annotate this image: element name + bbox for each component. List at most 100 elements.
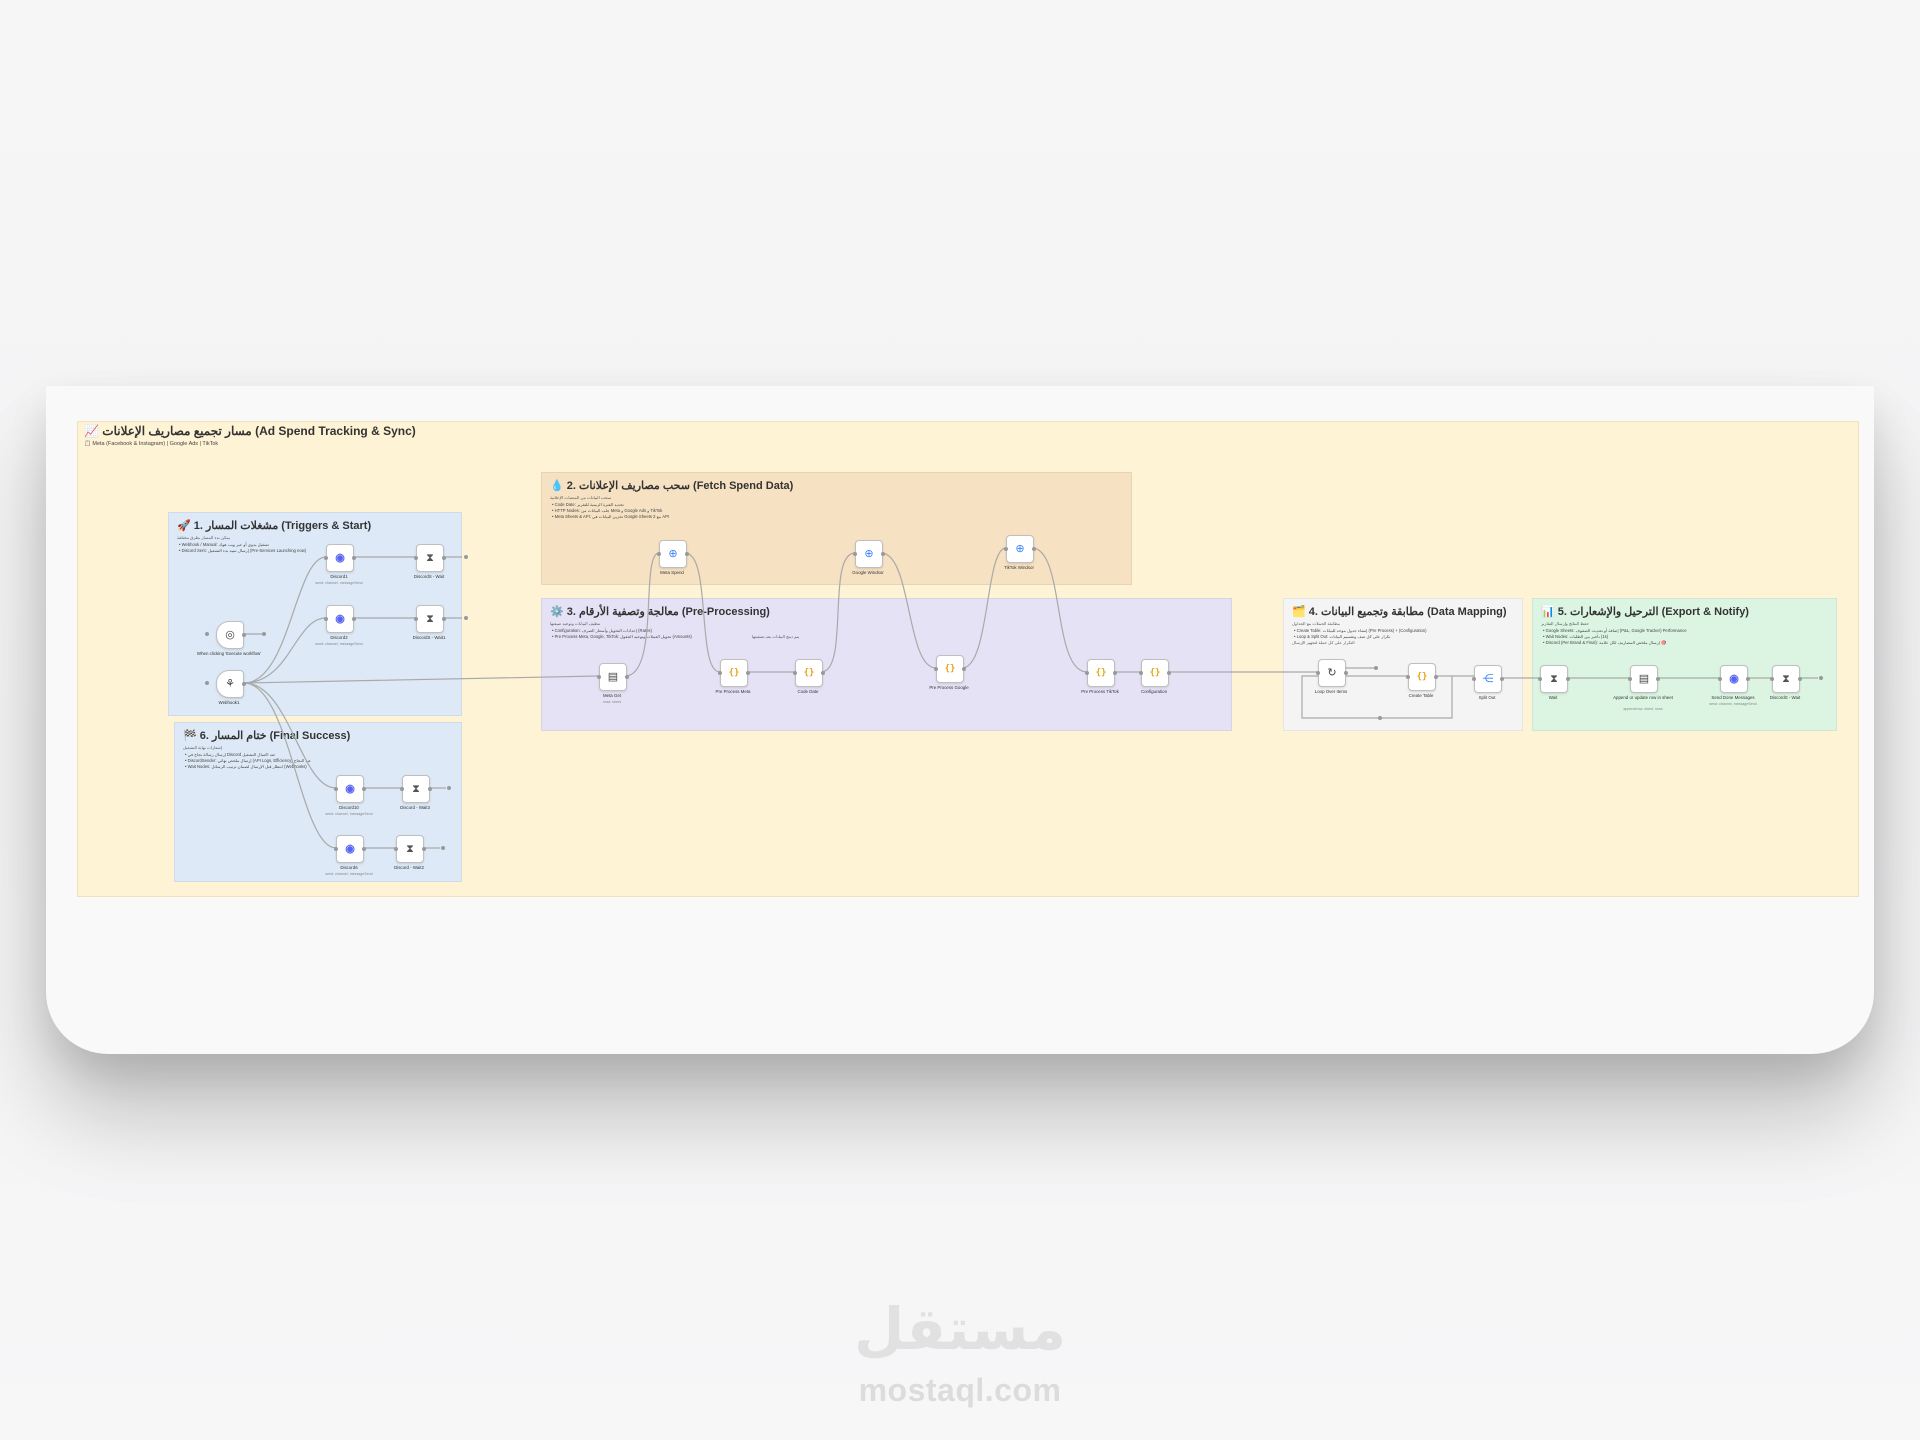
google-windsor-node[interactable]: ⊕ [853, 540, 885, 568]
hourglass-icon: ⧗ [1782, 672, 1790, 685]
section-final-bullet: • إرسال رسالة نجاح في Discord عند اكتمال… [185, 752, 276, 757]
section-final-bullet: • DiscordSender: إرسال ملخص نهائي (API L… [185, 758, 312, 763]
node-label: TikTok Windsor [1004, 565, 1034, 570]
pre-process-google-node[interactable]: {} [934, 655, 966, 683]
section-final-bullet: • Wait Nodes: انتظار قبل الإرسال لضمان ت… [185, 764, 307, 769]
section-mapping-note: مطابقة الحملات مع الجداول [1292, 621, 1341, 626]
discord-icon: ◉ [335, 612, 345, 625]
section-mapping-title: 🗂️ 4. مطابقة وتجميع البيانات (Data Mappi… [1292, 606, 1507, 618]
workflow-subtitle: 📋 Meta (Facebook & Instagram) | Google A… [84, 441, 219, 447]
configuration-node[interactable]: {} [1139, 659, 1171, 687]
discord-wait-node[interactable]: ⧗ [1770, 665, 1802, 693]
node-label: Wait [1548, 695, 1558, 700]
schedule-trigger-node[interactable]: ◎ [216, 621, 246, 649]
tiktok-windsor-node[interactable]: ⊕ [1004, 535, 1036, 563]
split-icon: ⋲ [1482, 672, 1494, 685]
section-final-title: 🏁 6. ختام المسار (Final Success) [183, 730, 351, 742]
node-label: Discord1 [330, 574, 348, 579]
discord-icon: ◉ [345, 842, 355, 855]
node-sublabel: send: channel, messageSend [315, 581, 363, 585]
code-braces-icon: {} [944, 663, 956, 674]
pre-process-meta-node[interactable]: {} [718, 659, 750, 687]
hourglass-icon: ⧗ [412, 782, 420, 795]
document-icon: ▤ [1638, 672, 1650, 685]
node-sublabel: send: channel, messageSend [315, 642, 363, 646]
node-label: Configuration [1140, 689, 1168, 694]
wait1-node[interactable]: ⧗ [414, 605, 446, 633]
node-label: Append or update row in sheet [1613, 695, 1673, 700]
node-label: Discord10 [339, 805, 359, 810]
node-label: Pre Process Google [929, 685, 969, 690]
section-fetch-bullet: • HTTP Nodes: جلب البيانات من Meta و Goo… [552, 508, 663, 513]
pre-process-tiktok-node[interactable]: {} [1085, 659, 1117, 687]
section-preprocessing-extra: يتم دمج البيانات بعد تصفيتها [752, 634, 800, 639]
node-label: Split Out [1478, 695, 1496, 700]
node-label: When clicking 'Execute workflow' [196, 651, 262, 656]
section-mapping-bullet: • Create Table: إنشاء جدول موحد للبيانات… [1294, 628, 1427, 633]
section-triggers-title: 🚀 1. مشغلات المسار (Triggers & Start) [177, 520, 372, 532]
discord-icon: ◉ [345, 782, 355, 795]
code-braces-icon: {} [1149, 667, 1161, 678]
node-label: Meta Spend [660, 570, 684, 575]
section-export-title: 📊 5. الترحيل والإشعارات (Export & Notify… [1541, 606, 1749, 618]
node-sublabel: append/row: sheet, rows [1623, 707, 1663, 711]
send-done-node[interactable]: ◉ [1718, 665, 1750, 693]
globe-icon: ⊕ [864, 547, 874, 560]
loop-icon: ↻ [1327, 666, 1337, 679]
section-export-note: حفظ النتائج وإرسال التقارير [1541, 621, 1589, 626]
globe-icon: ⊕ [1015, 542, 1025, 555]
node-label: Discord - Wait3 [400, 805, 430, 810]
node-label: Pre Process Meta [715, 689, 751, 694]
schedule-icon: ◎ [225, 628, 235, 641]
node-label: DiscordS - Wait [1769, 695, 1801, 700]
node-label: Loop Over Items [1314, 689, 1348, 694]
wait3-node[interactable]: ⧗ [400, 775, 432, 803]
split-out-node[interactable]: ⋲ [1472, 665, 1504, 693]
section-preprocessing[interactable]: ⚙️ 3. معالجة وتصفية الأرقام (Pre-Process… [541, 598, 1232, 731]
section-export-bullet: • Wait Nodes: تأخير بين الطلبات (1s) [1543, 634, 1609, 639]
section-preprocessing-note: تنظيف البيانات وتوحيد صيغتها [550, 621, 601, 626]
meta-spend-node[interactable]: ⊕ [657, 540, 689, 568]
node-sublabel: send: channel, messageSend [325, 872, 373, 876]
code-braces-icon: {} [728, 667, 740, 678]
discord-icon: ◉ [335, 551, 345, 564]
section-mapping-bullet: • Loop & Split Out: تكرار على كل صف وتقس… [1294, 634, 1391, 639]
append-sheet-node[interactable]: ▤ [1628, 665, 1660, 693]
code-braces-icon: {} [803, 667, 815, 678]
section-triggers-bullet: • Discord Sent: إرسال تنبيه بدء التشغيل … [179, 548, 307, 553]
discord10-node[interactable]: ◉ [334, 775, 366, 803]
node-label: Google Windsor [852, 570, 884, 575]
section-export[interactable]: 📊 5. الترحيل والإشعارات (Export & Notify… [1532, 598, 1837, 731]
code-date-node[interactable]: {} [793, 659, 825, 687]
discord1-node[interactable]: ◉ [324, 544, 356, 572]
node-label: Code Date [797, 689, 819, 694]
wait-node[interactable]: ⧗ [414, 544, 446, 572]
hourglass-icon: ⧗ [1550, 672, 1558, 685]
section-export-bullet: • Google Sheets: إضافة أو تحديث الصفوف (… [1543, 628, 1687, 633]
wait2-node[interactable]: ⧗ [394, 835, 426, 863]
workflow-title: 📈 مسار تجميع مصاريف الإعلانات (Ad Spend … [84, 424, 416, 438]
node-label: DiscordS - Wait [413, 574, 445, 579]
code-braces-icon: {} [1095, 667, 1107, 678]
node-label: Pre Process TikTok [1081, 689, 1119, 694]
document-icon: ▤ [607, 670, 619, 683]
section-preprocessing-bullet: • Pre Process Meta, Google, TikTok: تحوي… [552, 634, 692, 639]
watermark-logo-arabic: مستقل [853, 1295, 1067, 1363]
webhook-trigger-node[interactable]: ⚘ [216, 670, 246, 698]
section-preprocessing-bullet: • Configuration: إعدادات التحويل وأسعار … [552, 628, 652, 633]
hourglass-icon: ⧗ [426, 551, 434, 564]
create-table-node[interactable]: {} [1406, 663, 1438, 691]
node-sublabel: read: sheet [603, 700, 621, 704]
meta-get-node[interactable]: ▤ [597, 663, 629, 691]
wait-export-node[interactable]: ⧗ [1538, 665, 1570, 693]
section-triggers-bullet: • Webhook / Manual: تشغيل يدوي أو عبر وي… [179, 542, 270, 547]
section-fetch-bullet: • Code Date: تحديد الفترة الزمنية للتقري… [552, 502, 624, 507]
discord2-node[interactable]: ◉ [324, 605, 356, 633]
hourglass-icon: ⧗ [406, 842, 414, 855]
section-preprocessing-title: ⚙️ 3. معالجة وتصفية الأرقام (Pre-Process… [550, 606, 770, 618]
globe-icon: ⊕ [668, 547, 678, 560]
loop-over-items-node[interactable]: ↻ [1316, 659, 1348, 687]
code-braces-icon: {} [1416, 671, 1428, 682]
discord6-node[interactable]: ◉ [334, 835, 366, 863]
node-label: Discord - Wait2 [394, 865, 424, 870]
